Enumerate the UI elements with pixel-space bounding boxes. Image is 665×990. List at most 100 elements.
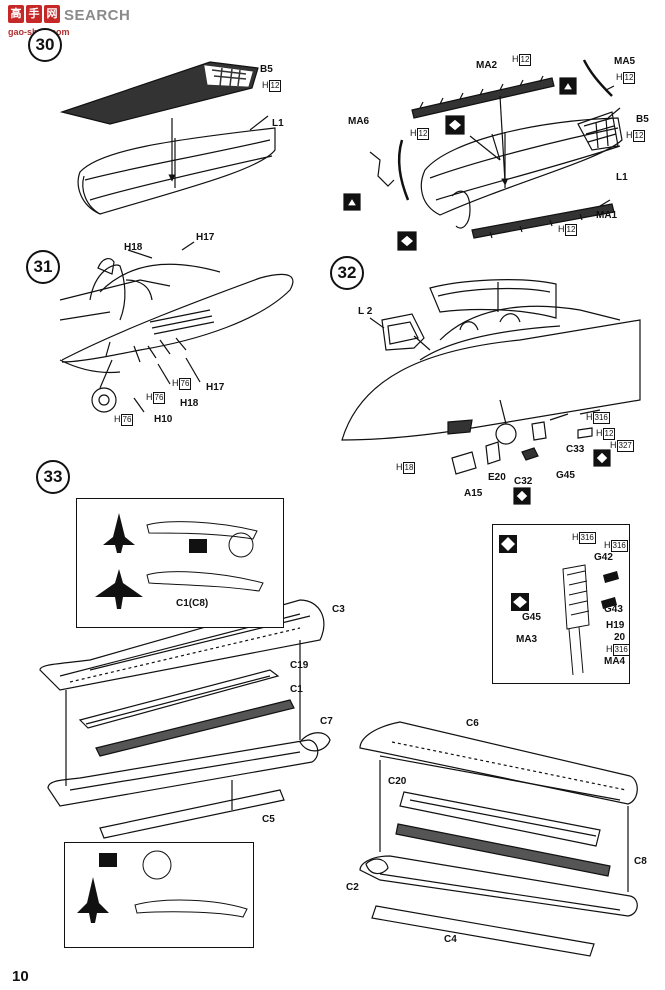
inset-drawing — [499, 535, 619, 676]
part-label: MA5 — [614, 56, 636, 67]
part-label: L1 — [616, 172, 628, 183]
watermark-badge: 网 — [44, 5, 60, 23]
part-label: L 2 — [358, 306, 373, 317]
part-a15 — [451, 451, 477, 475]
part-c6-wing — [359, 721, 638, 805]
part-label: C20 — [388, 776, 407, 787]
jet-silhouette-icon — [77, 877, 109, 923]
part-label: C5 — [262, 814, 275, 825]
part-c4-flap — [371, 905, 595, 957]
part-label: MA4 — [604, 656, 626, 667]
part-label: C1 — [290, 684, 303, 695]
part-label: MA3 — [516, 634, 538, 645]
part-label: C8 — [634, 856, 647, 867]
part-label: C3 — [332, 604, 345, 615]
part-label: MA6 — [348, 116, 370, 127]
step-number: 31 — [26, 250, 60, 284]
part-label: H10 — [154, 414, 173, 425]
step-number: 33 — [36, 460, 70, 494]
wheel-32 — [495, 423, 517, 445]
part-label: C33 — [566, 444, 585, 455]
fuselage-nose-32 — [341, 319, 641, 441]
part-label: G45 — [522, 612, 541, 623]
part-ma5-arm — [582, 59, 613, 97]
part-label: C19 — [290, 660, 309, 671]
wheel-31 — [91, 387, 117, 413]
part-label: H19 — [606, 620, 625, 631]
part-c20-spar — [399, 791, 601, 847]
cement-icon — [189, 539, 207, 553]
part-l2-windscreen — [381, 313, 425, 351]
inset-drawing — [95, 513, 264, 609]
inset-box-seat-detail — [492, 524, 630, 684]
part-label: E20 — [488, 472, 506, 483]
part-b5-right-frame — [577, 111, 619, 151]
part-label: A15 — [464, 488, 483, 499]
part-label: H18 — [124, 242, 143, 253]
part-label: C6 — [466, 718, 479, 729]
part-label: C32 — [514, 476, 533, 487]
part-ma6-arm — [397, 139, 410, 201]
part-c19-spar — [78, 669, 280, 729]
part-c8-spar — [395, 823, 611, 877]
part-c5-lower — [47, 739, 319, 807]
part-label: MA1 — [596, 210, 618, 221]
inset-box-flap-variant — [64, 842, 254, 948]
part-label: 20 — [614, 632, 626, 643]
part-label: C7 — [320, 716, 333, 727]
part-c32 — [521, 447, 539, 461]
inset-drawing — [77, 850, 248, 923]
part-ma1-strip — [471, 203, 615, 239]
watermark-badge: 高 — [8, 5, 24, 23]
jet-silhouette-icon — [95, 569, 143, 609]
part-label: C4 — [444, 934, 457, 945]
part-label: L1 — [272, 118, 284, 129]
part-g45 — [531, 421, 547, 441]
page-number: 10 — [12, 968, 29, 985]
step-number: 32 — [330, 256, 364, 290]
part-c3-wing — [39, 599, 325, 691]
part-label: C2 — [346, 882, 359, 893]
part-label: G42 — [594, 552, 613, 563]
part-label: MA2 — [476, 60, 498, 71]
part-label: C1(C8) — [176, 598, 209, 609]
part-canopy-top — [429, 279, 557, 319]
step-number: 30 — [28, 28, 62, 62]
part-label: H17 — [206, 382, 225, 393]
part-label: B5 — [260, 64, 273, 75]
part-ma2-strip — [411, 77, 555, 119]
jet-silhouette-icon — [103, 513, 135, 553]
part-c7-wingtip — [299, 732, 331, 752]
watermark-text: SEARCH — [64, 7, 131, 24]
part-label: B5 — [636, 114, 649, 125]
inset-box-wing-variant — [76, 498, 284, 628]
part-label: G43 — [604, 604, 623, 615]
part-label: H17 — [196, 232, 215, 243]
part-c2-lower — [359, 855, 638, 917]
part-c5-flap — [99, 789, 285, 839]
part-l1-canopy — [77, 127, 276, 215]
watermark-badge: 手 — [26, 5, 42, 23]
part-c33 — [577, 427, 593, 439]
part-c1-spar — [95, 699, 295, 757]
part-l1-right-canopy — [420, 117, 623, 216]
part-label: H18 — [180, 398, 199, 409]
